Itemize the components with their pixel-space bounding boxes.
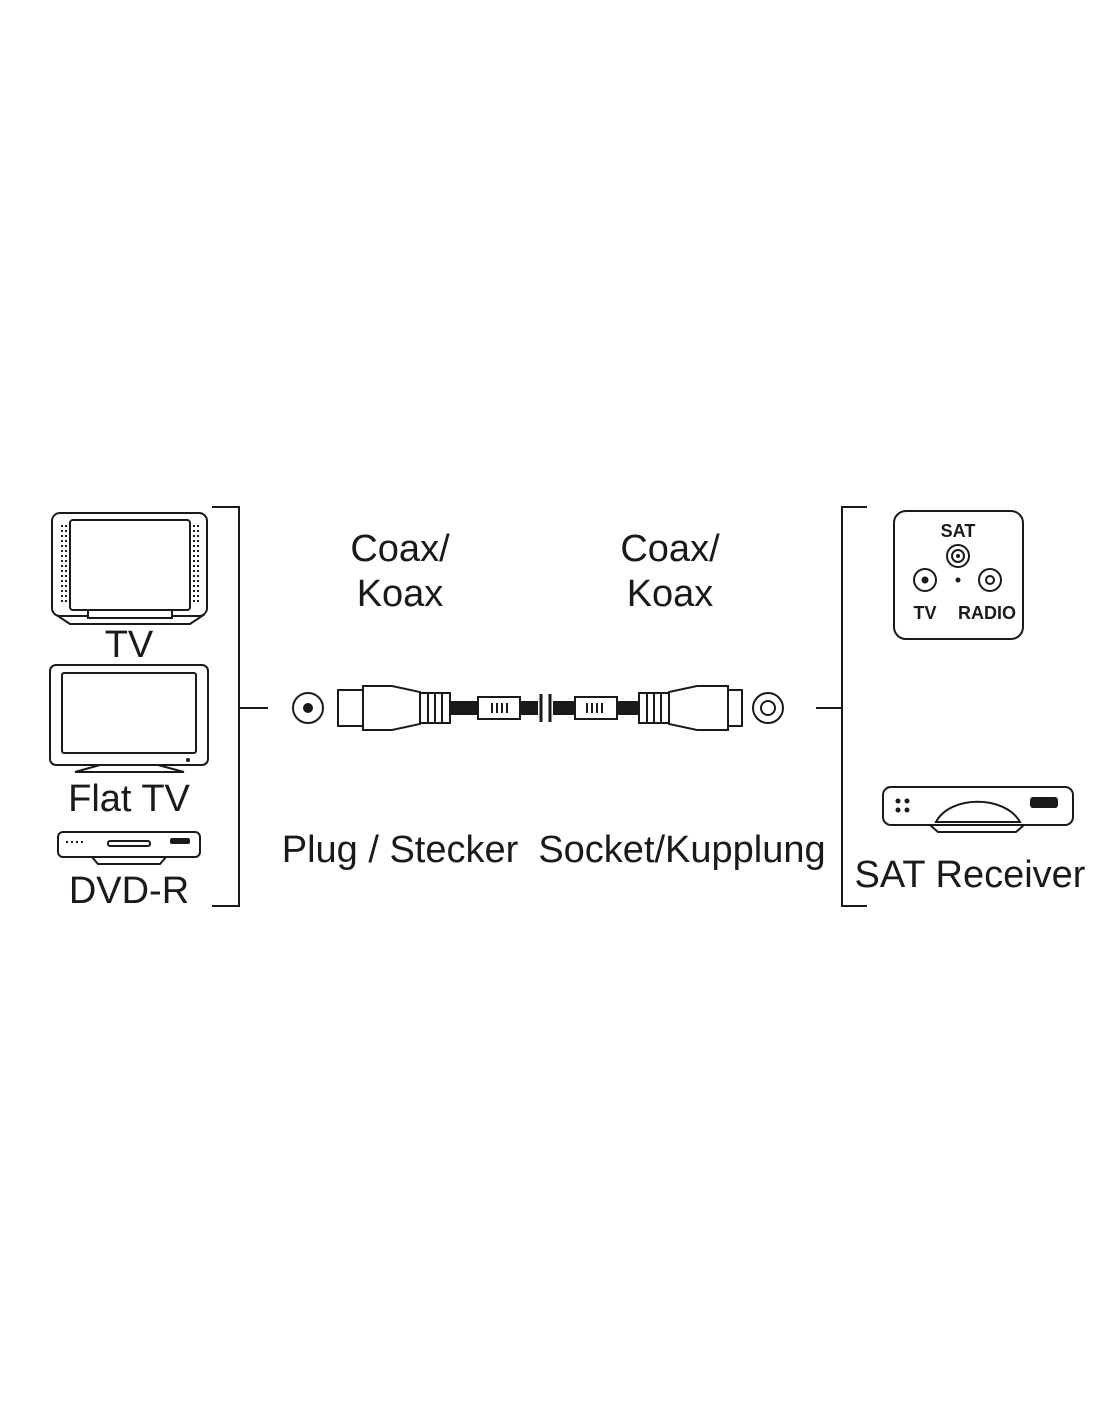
tv-icon (51, 512, 208, 625)
sat-receiver-icon (882, 786, 1074, 833)
dvd-r-label: DVD-R (69, 870, 189, 912)
wall-socket-tv-label: TV (913, 603, 936, 623)
right-connector-label: Socket/Kupplung (538, 829, 825, 871)
dvd-recorder-icon (57, 831, 201, 865)
coax-plug-icon (337, 685, 538, 731)
wall-socket-radio-label: RADIO (958, 603, 1016, 623)
wall-socket-sat-label: SAT (941, 521, 976, 541)
sat-wall-socket-icon (893, 510, 1024, 640)
flat-tv-icon (49, 664, 209, 773)
left-bracket (212, 506, 268, 907)
right-cable-type-de-label: Koax (627, 573, 714, 615)
cable-break (539, 694, 552, 722)
left-connector-label: Plug / Stecker (282, 829, 519, 871)
tv-label: TV (105, 624, 154, 666)
right-cable-type-label: Coax/ (620, 528, 720, 570)
left-cable-type-label: Coax/ (350, 528, 450, 570)
coax-socket-icon (553, 685, 743, 731)
left-cable-type-de-label: Koax (357, 573, 444, 615)
sat-receiver-label: SAT Receiver (855, 854, 1086, 896)
socket-symbol-icon (752, 692, 784, 724)
flat-tv-label: Flat TV (68, 778, 190, 820)
plug-socket-symbol-icon (292, 692, 324, 724)
right-bracket (816, 506, 867, 907)
